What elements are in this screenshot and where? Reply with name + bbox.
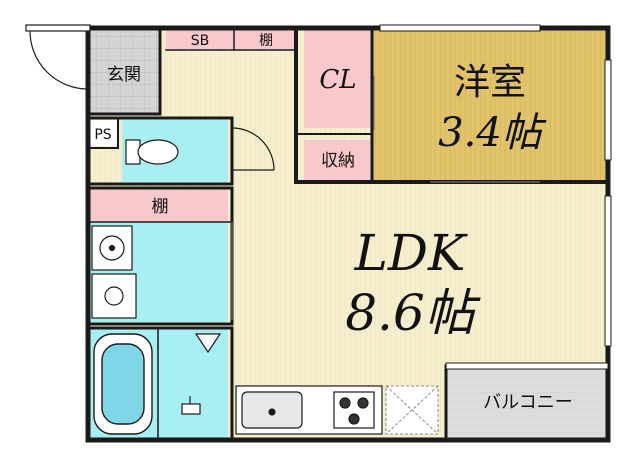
entrance-door	[25, 24, 91, 90]
wash-shelf-label: 棚	[152, 197, 169, 217]
genkan-label: 玄関	[107, 65, 141, 85]
fridge-space	[385, 385, 439, 435]
balcony-floor	[446, 366, 608, 440]
ldk-size: 8.6帖	[345, 284, 481, 342]
closet-label: CL	[319, 65, 356, 95]
western-room-name: 洋室	[454, 62, 526, 103]
wash-shelf-floor	[88, 188, 228, 222]
storage-label: 収納	[321, 151, 355, 171]
window-western-top	[379, 24, 541, 32]
balcony-label: バルコニー	[483, 392, 573, 413]
wash-basin	[91, 225, 133, 271]
gas-stove	[333, 391, 375, 429]
closet-floor	[304, 28, 372, 128]
vent-triangle	[194, 333, 222, 354]
sliding-doors	[231, 76, 540, 320]
western-room-size: 3.4帖	[438, 110, 547, 156]
sb-shelf-floor	[166, 28, 296, 50]
windows	[379, 24, 612, 370]
window-balcony	[445, 362, 609, 370]
bathtub	[93, 333, 153, 435]
western-room-floor	[372, 28, 608, 180]
window-ldk-right	[604, 195, 612, 347]
washing-machine-pan	[91, 273, 137, 319]
ldk-name: LDK	[354, 224, 468, 282]
ps-label: PS	[94, 127, 111, 143]
storage-floor	[304, 140, 372, 180]
window-western-right	[604, 59, 612, 161]
shower-fixture	[181, 396, 201, 415]
top-shelf-label: 棚	[259, 33, 273, 49]
sb-label: SB	[191, 33, 210, 49]
kitchen-counter	[235, 385, 383, 435]
genkan-floor	[88, 28, 160, 114]
toilet-door	[231, 127, 275, 171]
toilet-fixture	[125, 139, 179, 165]
ps-box	[88, 120, 118, 146]
